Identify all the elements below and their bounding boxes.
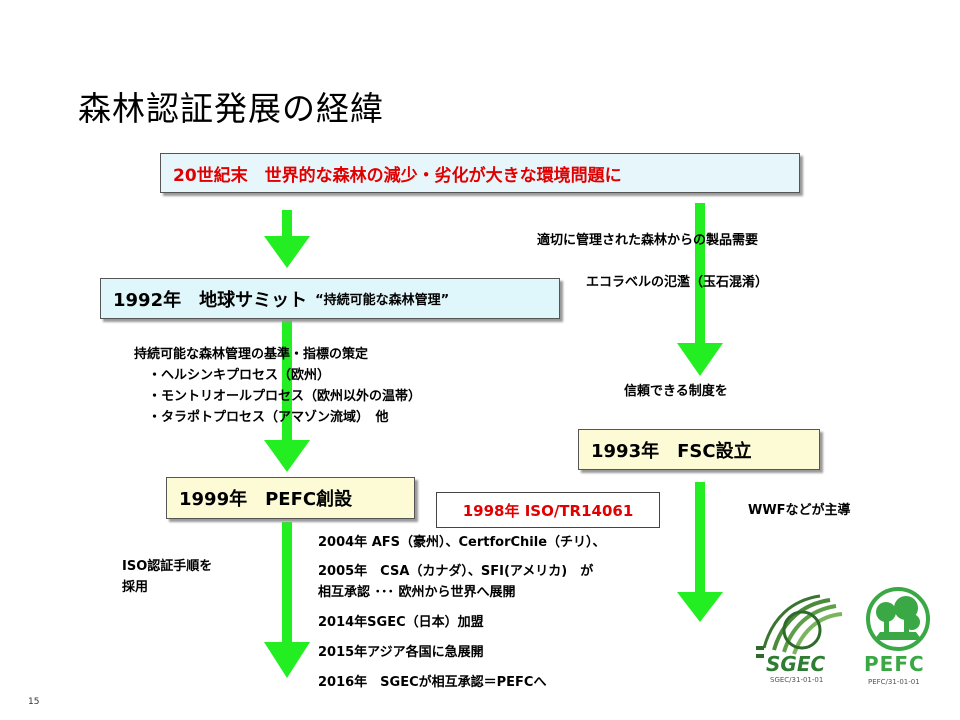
criteria-montreal: ・モントリオールプロセス（欧州以外の温帯） [148, 389, 422, 404]
note-product-demand: 適切に管理された森林からの製品需要 [537, 233, 759, 248]
sgec-logo-code: SGEC/31-01-01 [770, 676, 824, 684]
pefc-logo-code: PEFC/31-01-01 [868, 678, 920, 686]
note-iso-adoption: ISO認証手順を 採用 [122, 556, 212, 598]
timeline-2005: 2005年 CSA（カナダ）、SFI(アメリカ) が [318, 564, 594, 579]
criteria-helsinki: ・ヘルシンキプロセス（欧州） [148, 368, 331, 383]
earth-summit-label: 1992年 地球サミット [113, 289, 308, 311]
arrow-down-1 [264, 210, 310, 268]
sgec-mark-icon [756, 594, 843, 658]
timeline-2014: 2014年SGEC（日本）加盟 [318, 615, 484, 630]
box-pefc-founded: 1999年 PEFC創設 [166, 477, 415, 519]
slide-title: 森林認証発展の経緯 [78, 89, 384, 128]
box-20th-century-label: 20世紀末 世界的な森林の減少・劣化が大きな環境問題に [173, 165, 622, 186]
criteria-heading: 持続可能な森林管理の基準・指標の策定 [134, 347, 369, 362]
note-wwf-led: WWFなどが主導 [748, 503, 851, 518]
timeline-list: 2004年 AFS（豪州）、CertforChile（チリ）、 2005年 CS… [318, 532, 606, 693]
arrow-down-5 [677, 482, 723, 622]
pefc-logo: PEFC PEFC/31-01-01 [856, 586, 946, 696]
criteria-tarapoto: ・タラポトプロセス（アマゾン流域） 他 [148, 410, 389, 425]
earth-summit-subtitle: “持続可能な森林管理” [315, 293, 450, 308]
pefc-logo-name: PEFC [864, 652, 925, 676]
timeline-2016: 2016年 SGECが相互承認＝PEFCへ [318, 675, 547, 690]
note-ecolabel-flood: エコラベルの氾濫（玉石混淆） [586, 275, 769, 290]
sgec-logo: SGEC SGEC/31-01-01 [752, 592, 852, 692]
pefc-founded-label: 1999年 PEFC創設 [179, 489, 353, 510]
sgec-logo-name: SGEC [766, 652, 826, 676]
iso-tr14061-label: 1998年 ISO/TR14061 [462, 501, 634, 520]
timeline-2004: 2004年 AFS（豪州）、CertforChile（チリ）、 [318, 535, 606, 550]
timeline-mutual-recognition: 相互承認 ･･･ 欧州から世界へ展開 [318, 585, 516, 600]
arrow-down-4 [677, 203, 723, 376]
arrow-down-2 [264, 320, 310, 472]
iso-adoption-line-1: ISO認証手順を [122, 559, 213, 574]
pefc-tree-icon [866, 587, 930, 651]
box-20th-century: 20世紀末 世界的な森林の減少・劣化が大きな環境問題に [160, 153, 800, 193]
fsc-founded-label: 1993年 FSC設立 [591, 440, 752, 462]
note-trustworthy-system: 信頼できる制度を [624, 384, 728, 399]
box-earth-summit: 1992年 地球サミット “持続可能な森林管理” [100, 278, 560, 319]
box-iso-tr14061: 1998年 ISO/TR14061 [436, 492, 660, 528]
box-fsc-founded: 1993年 FSC設立 [578, 429, 820, 470]
criteria-list: 持続可能な森林管理の基準・指標の策定 ・ヘルシンキプロセス（欧州） ・モントリオ… [134, 344, 421, 428]
iso-adoption-line-2: 採用 [122, 580, 149, 595]
page-number: 15 [28, 697, 40, 707]
arrow-down-3 [264, 522, 310, 678]
timeline-2015: 2015年アジア各国に急展開 [318, 645, 484, 660]
